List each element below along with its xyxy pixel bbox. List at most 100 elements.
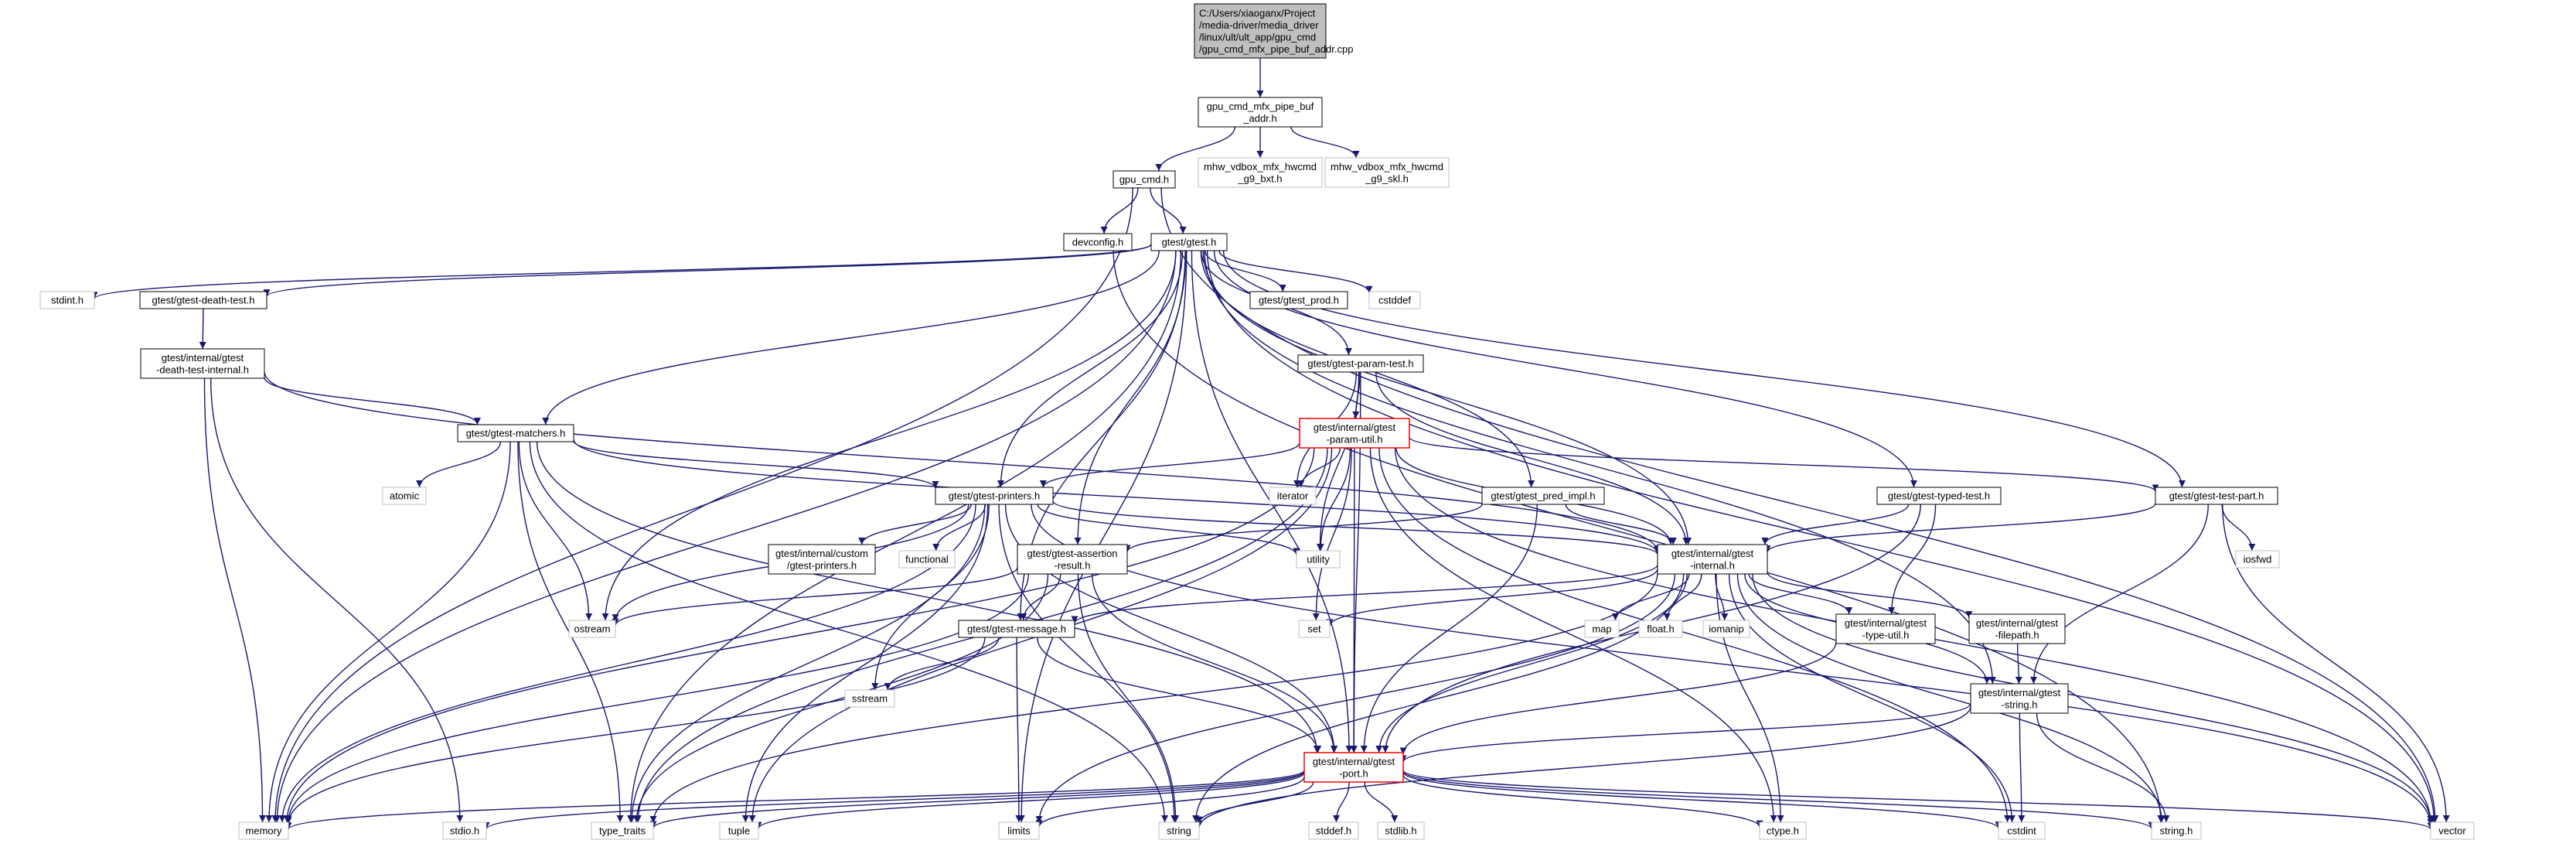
node-iterator: iterator (1269, 487, 1317, 505)
node-param_test_h[interactable]: gtest/gtest-param-test.h (1297, 354, 1424, 373)
node-buf_addr_h[interactable]: gpu_cmd_mfx_pipe_buf_addr.h (1198, 97, 1323, 128)
node-label-vector-0: vector (2438, 825, 2466, 837)
node-box-custom_printers_h (768, 544, 876, 575)
node-box-pred_impl_h (1481, 487, 1605, 505)
edge-internal_h-to-cstdint (1728, 573, 2015, 823)
node-typed_test_h[interactable]: gtest/gtest-typed-test.h (1876, 487, 2002, 505)
node-box-tuple (719, 821, 759, 840)
edge-port_h-to-type_traits (649, 771, 1305, 828)
node-devconfig_h[interactable]: devconfig.h (1063, 233, 1133, 251)
edge-param_util_h-to-memory (283, 447, 1315, 823)
edge-port_h-to-limits (1035, 776, 1305, 828)
node-functional: functional (898, 550, 956, 569)
node-message_h[interactable]: gtest/gtest-message.h (958, 620, 1075, 638)
edge-param_util_h-to-ctype_h (1369, 447, 1777, 823)
node-death_test_internal[interactable]: gtest/internal/gtest-death-test-internal… (140, 348, 265, 379)
edge-printers_h-to-functional (932, 504, 986, 552)
edge-gpu_cmd_h-to-devconfig_h (1100, 187, 1139, 234)
edge-pred_impl_h-to-port_h (1360, 504, 1538, 753)
node-port_h[interactable]: gtest/internal/gtest-port.h (1303, 752, 1404, 783)
edge-param_util_h-to-set (1312, 447, 1352, 621)
node-gtest_prod_h[interactable]: gtest/gtest_prod.h (1249, 291, 1348, 309)
node-label-cstdint-0: cstdint (2007, 825, 2036, 837)
node-label-ostream-0: ostream (574, 623, 611, 635)
edge-buf_addr_h-to-mhw_g9_skl (1290, 126, 1360, 159)
node-string_internal_h[interactable]: gtest/internal/gtest-string.h (1970, 683, 2069, 714)
edge-matchers_h-to-printers_h (573, 440, 939, 489)
edge-port_h-to-ctype_h (1402, 774, 1763, 828)
edge-gtest_h-to-vector (1206, 250, 2438, 823)
node-box-devconfig_h (1063, 233, 1133, 251)
node-tuple: tuple (719, 821, 759, 840)
node-pred_impl_h[interactable]: gtest/gtest_pred_impl.h (1481, 487, 1605, 505)
node-internal_h[interactable]: gtest/internal/gtest-internal.h (1657, 544, 1768, 575)
node-type_util_h[interactable]: gtest/internal/gtest-type-util.h (1835, 613, 1936, 644)
node-label-death_test_h-0: gtest/gtest-death-test.h (152, 295, 255, 306)
edge-param_util_h-to-test_part_h (1409, 436, 2159, 492)
edge-printers_h-to-utility (1037, 504, 1300, 555)
node-label-functional-0: functional (905, 554, 949, 565)
node-label-root-1: /media-driver/media_driver (1199, 19, 1319, 31)
node-death_test_h[interactable]: gtest/gtest-death-test.h (139, 291, 267, 309)
node-label-cstddef-0: cstddef (1378, 295, 1411, 306)
node-matchers_h[interactable]: gtest/gtest-matchers.h (457, 424, 574, 442)
edge-string_internal_h-to-string_h (2036, 712, 2170, 823)
node-label-port_h-0: gtest/internal/gtest (1313, 756, 1395, 767)
node-filepath_h[interactable]: gtest/internal/gtest-filepath.h (1968, 613, 2066, 644)
node-box-memory (238, 821, 289, 840)
edge-test_part_h-to-string_internal_h (2030, 504, 2209, 685)
node-assertion_result_h[interactable]: gtest/gtest-assertion-result.h (1017, 544, 1128, 575)
edge-death_test_internal-to-internal_h (264, 371, 1661, 552)
node-label-printers_h-0: gtest/gtest-printers.h (949, 490, 1041, 502)
edge-printers_h-to-internal_h (1052, 500, 1661, 555)
node-label-mhw_g9_bxt-0: mhw_vdbox_mfx_hwcmd (1204, 161, 1317, 172)
node-label-atomic-0: atomic (390, 490, 420, 502)
node-box-functional (898, 550, 956, 569)
node-label-gtest_h-0: gtest/gtest.h (1162, 237, 1217, 248)
node-test_part_h[interactable]: gtest/gtest-test-part.h (2155, 487, 2278, 505)
node-label-ctype_h-0: ctype.h (1767, 825, 1799, 837)
node-box-ostream (568, 620, 616, 638)
edge-gtest_h-to-death_test_h (263, 244, 1152, 297)
node-box-mhw_g9_skl (1324, 157, 1450, 188)
node-label-buf_addr_h-0: gpu_cmd_mfx_pipe_buf (1207, 101, 1314, 112)
node-utility: utility (1296, 550, 1341, 569)
node-label-filepath_h-0: gtest/internal/gtest (1976, 617, 2059, 629)
node-root[interactable]: C:/Users/xiaoganx/Project/media-driver/m… (1194, 3, 1353, 59)
node-label-assertion_result_h-1: -result.h (1055, 559, 1091, 571)
node-box-root (1194, 3, 1327, 59)
node-cstdint: cstdint (1998, 821, 2046, 840)
node-label-map-0: map (1592, 623, 1611, 635)
node-box-gtest_prod_h (1249, 291, 1348, 309)
edge-internal_h-to-string (1192, 573, 1685, 823)
edge-type_util_h-to-port_h (1399, 641, 1837, 755)
node-label-utility-0: utility (1307, 554, 1330, 565)
node-custom_printers_h[interactable]: gtest/internal/custom/gtest-printers.h (768, 544, 876, 575)
node-label-set-0: set (1307, 623, 1321, 635)
node-label-filepath_h-1: -filepath.h (1995, 629, 2039, 640)
edge-matchers_h-to-internal_h (573, 439, 1661, 554)
edge-internal_h-to-message_h (1071, 564, 1658, 623)
edge-printers_h-to-type_traits (628, 504, 986, 823)
node-label-mhw_g9_skl-1: _g9_skl.h (1365, 172, 1409, 184)
node-iomanip: iomanip (1702, 620, 1750, 638)
node-box-float_h (1638, 620, 1683, 638)
edge-port_h-to-stdlib_h (1364, 781, 1399, 823)
edge-death_test_internal-to-matchers_h (264, 377, 481, 425)
edge-message_h-to-limits (1015, 637, 1023, 823)
edge-test_part_h-to-vector (2222, 504, 2450, 823)
node-box-port_h (1303, 752, 1404, 783)
edge-matchers_h-to-memory (265, 441, 511, 823)
node-label-stdlib_h-0: stdlib.h (1385, 825, 1416, 837)
node-label-iomanip-0: iomanip (1709, 623, 1744, 635)
edge-internal_h-to-filepath_h (1767, 571, 1973, 619)
node-label-sstream-0: sstream (852, 693, 888, 705)
node-param_util_h[interactable]: gtest/internal/gtest-param-util.h (1299, 418, 1410, 449)
edge-port_h-to-memory (285, 770, 1305, 830)
node-printers_h[interactable]: gtest/gtest-printers.h (935, 487, 1054, 505)
node-label-root-3: /gpu_cmd_mfx_pipe_buf_addr.cpp (1199, 43, 1353, 55)
node-gpu_cmd_h[interactable]: gpu_cmd.h (1113, 170, 1176, 189)
node-box-param_test_h (1297, 354, 1424, 373)
node-gtest_h[interactable]: gtest/gtest.h (1150, 233, 1228, 251)
